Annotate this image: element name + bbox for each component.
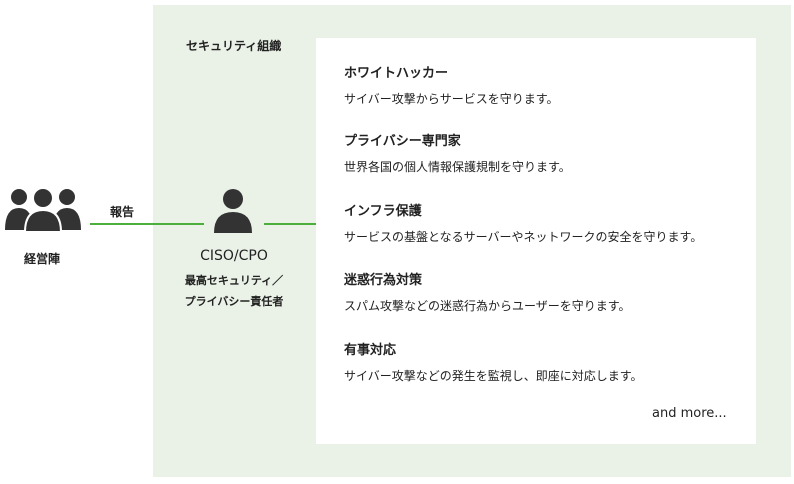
report-connector-line — [90, 223, 204, 225]
role-title: 有事対応 — [344, 343, 397, 358]
report-label: 報告 — [110, 205, 135, 219]
organization-title: セキュリティ組織 — [186, 39, 282, 53]
ciso-role-line1: 最高セキュリティ／ — [184, 274, 284, 287]
role-item-abuse: 迷惑行為対策 スパム攻撃などの迷惑行為からユーザーを守ります。 — [344, 273, 631, 314]
role-description: サイバー攻撃などの発生を監視し、即座に対応します。 — [344, 369, 643, 383]
management-label: 経営陣 — [24, 252, 61, 266]
role-item-infrastructure: インフラ保護 サービスの基盤となるサーバーやネットワークの安全を守ります。 — [344, 204, 702, 245]
role-item-privacy: プライバシー専門家 世界各国の個人情報保護規制を守ります。 — [344, 134, 571, 175]
role-description: 世界各国の個人情報保護規制を守ります。 — [344, 160, 571, 174]
role-description: スパム攻撃などの迷惑行為からユーザーを守ります。 — [344, 299, 631, 313]
role-title: ホワイトハッカー — [344, 66, 449, 81]
ciso-name: CISO/CPO — [200, 248, 268, 264]
org-connector-line — [264, 223, 316, 225]
role-title: 迷惑行為対策 — [344, 273, 423, 288]
and-more-text: and more... — [652, 406, 727, 421]
group-people-icon — [4, 186, 82, 234]
role-item-incident: 有事対応 サイバー攻撃などの発生を監視し、即座に対応します。 — [344, 343, 643, 384]
ciso-role-line2: プライバシー責任者 — [184, 295, 284, 308]
ciso-role: 最高セキュリティ／ プライバシー責任者 — [176, 270, 292, 312]
role-title: インフラ保護 — [344, 204, 422, 219]
person-icon — [211, 188, 255, 234]
role-title: プライバシー専門家 — [344, 134, 461, 149]
role-item-white-hacker: ホワイトハッカー サイバー攻撃からサービスを守ります。 — [344, 66, 559, 107]
role-description: サービスの基盤となるサーバーやネットワークの安全を守ります。 — [344, 230, 703, 244]
role-list-card — [316, 38, 756, 444]
role-description: サイバー攻撃からサービスを守ります。 — [344, 92, 559, 106]
